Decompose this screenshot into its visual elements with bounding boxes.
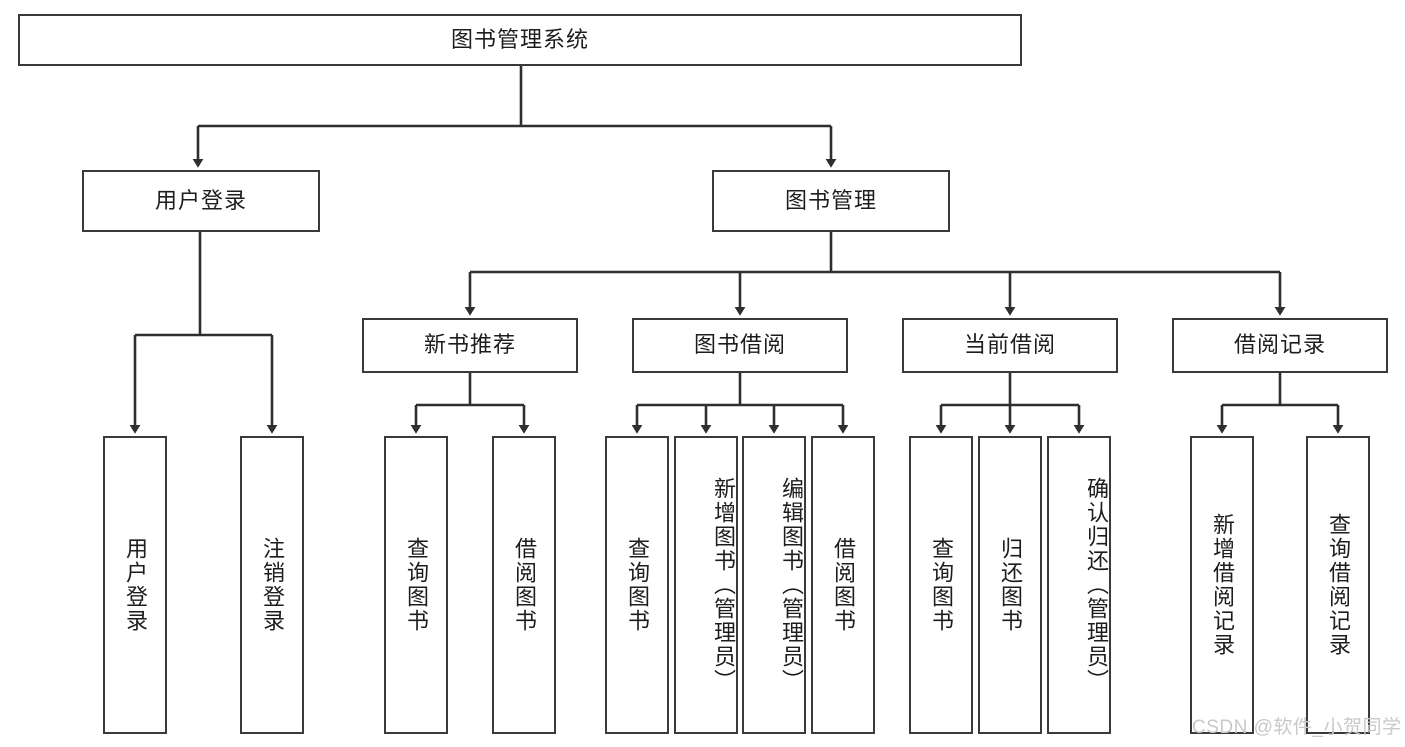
leaf-recommend-borrow-book[interactable]: 借阅图书: [492, 436, 556, 734]
node-book-management[interactable]: 图书管理: [712, 170, 950, 232]
leaf-borrow-query-book[interactable]: 查询图书: [605, 436, 669, 734]
leaf-borrow-borrow-book[interactable]: 借阅图书: [811, 436, 875, 734]
leaf-current-confirm-return-admin[interactable]: 确认归还（管理员）: [1047, 436, 1111, 734]
node-book-borrow[interactable]: 图书借阅: [632, 318, 848, 373]
node-new-book-recommend[interactable]: 新书推荐: [362, 318, 578, 373]
leaf-recommend-query-book[interactable]: 查询图书: [384, 436, 448, 734]
leaf-borrow-edit-book-admin[interactable]: 编辑图书（管理员）: [742, 436, 806, 734]
leaf-borrow-add-book-admin[interactable]: 新增图书（管理员）: [674, 436, 738, 734]
csdn-watermark: CSDN @软件_小贺同学: [1192, 717, 1402, 738]
leaf-record-add-record[interactable]: 新增借阅记录: [1190, 436, 1254, 734]
node-user-login[interactable]: 用户登录: [82, 170, 320, 232]
leaf-record-query-record[interactable]: 查询借阅记录: [1306, 436, 1370, 734]
leaf-current-query-book[interactable]: 查询图书: [909, 436, 973, 734]
node-borrow-record[interactable]: 借阅记录: [1172, 318, 1388, 373]
leaf-current-return-book[interactable]: 归还图书: [978, 436, 1042, 734]
leaf-user-login-signout[interactable]: 注销登录: [240, 436, 304, 734]
node-root-system[interactable]: 图书管理系统: [18, 14, 1022, 66]
node-current-borrow[interactable]: 当前借阅: [902, 318, 1118, 373]
leaf-user-login-signin[interactable]: 用户登录: [103, 436, 167, 734]
